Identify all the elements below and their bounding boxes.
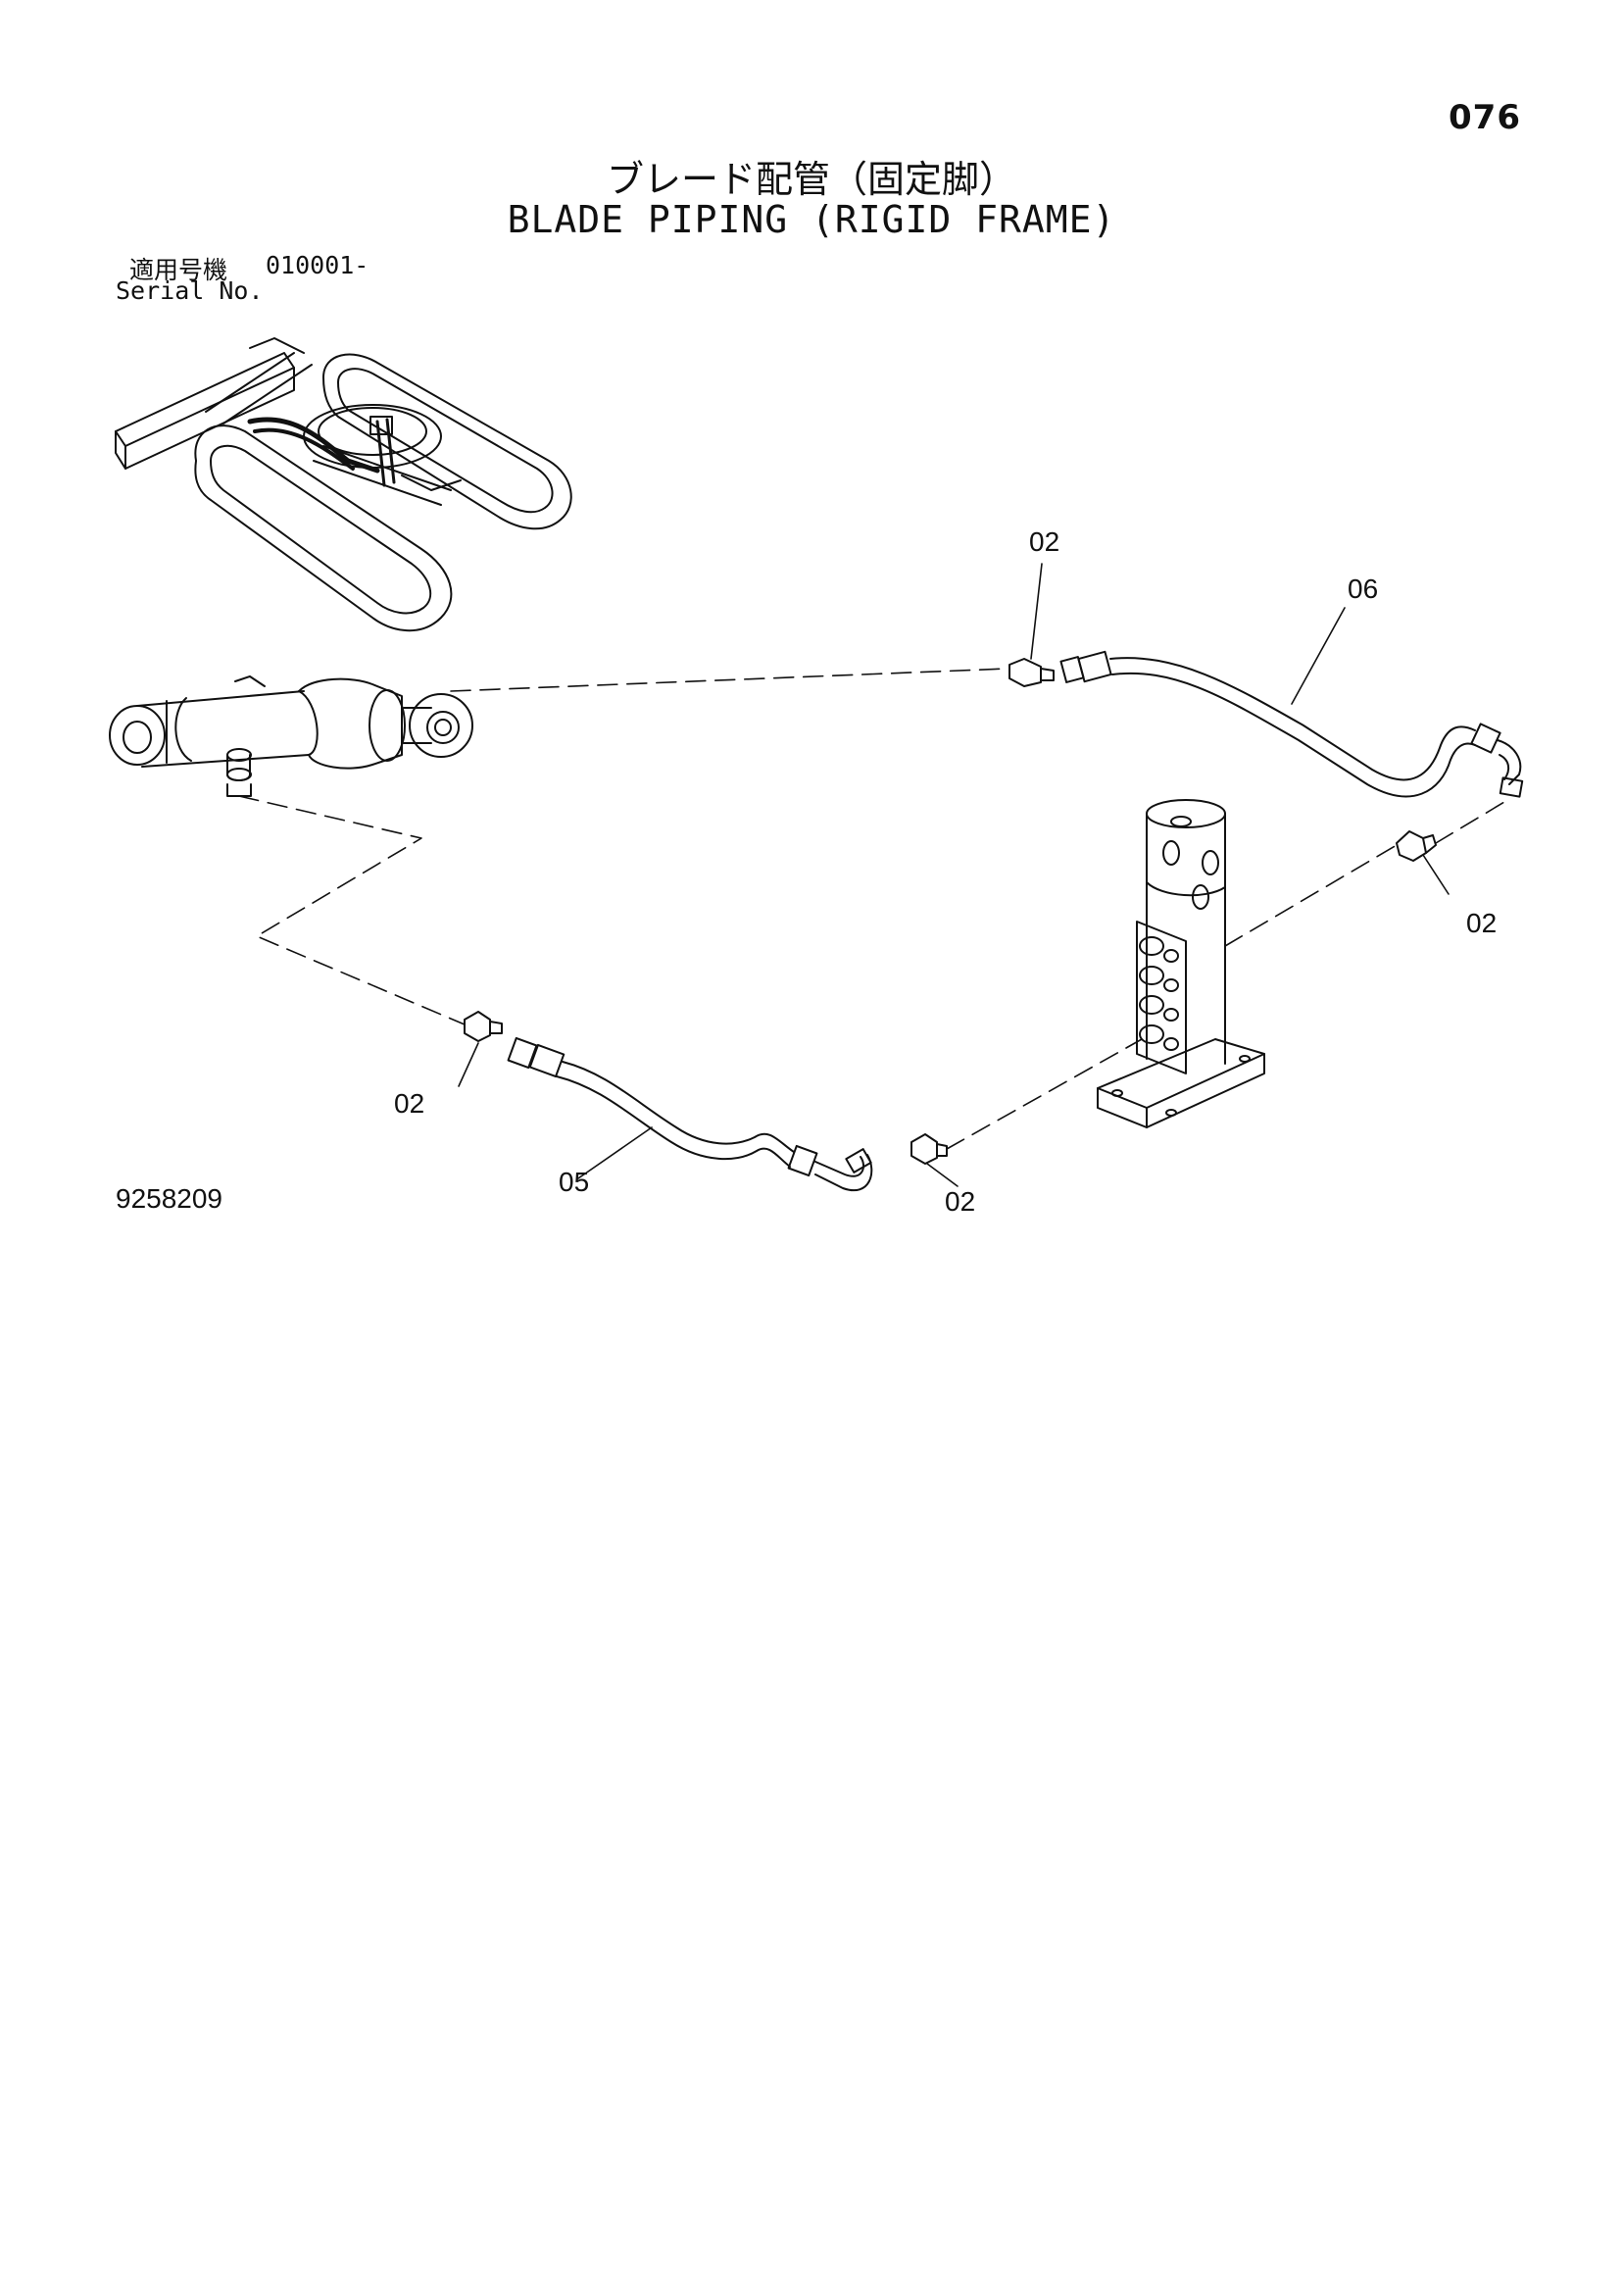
callout-hose-06: 06 xyxy=(1348,574,1379,604)
callout-adapter-02-left: 02 xyxy=(394,1088,425,1119)
callout-adapter-02-bottom: 02 xyxy=(945,1186,976,1217)
callout-hose-05: 05 xyxy=(559,1167,590,1197)
center-joint-drawing xyxy=(1097,799,1265,1128)
page-number: 076 xyxy=(1449,98,1521,137)
title-japanese: ブレード配管（固定脚） xyxy=(606,158,1016,201)
callout-adapter-02-top: 02 xyxy=(1029,526,1060,557)
serial-label-english: Serial No. xyxy=(116,276,264,305)
blade-cylinder-drawing xyxy=(109,675,473,797)
serial-number-value: 010001- xyxy=(266,251,369,279)
hose-06-drawing xyxy=(1059,650,1524,798)
callout-adapter-02-right: 02 xyxy=(1466,908,1498,938)
connection-lines xyxy=(238,668,1510,1150)
machine-overview-drawing xyxy=(115,337,572,632)
adapter-fittings-drawing xyxy=(464,658,1437,1165)
hose-05-drawing xyxy=(507,1036,873,1192)
drawing-number: 9258209 xyxy=(116,1183,223,1214)
title-english: BLADE PIPING (RIGID FRAME) xyxy=(507,198,1116,241)
serial-label-japanese: 適用号機 xyxy=(129,256,228,284)
leader-lines xyxy=(458,563,1450,1187)
